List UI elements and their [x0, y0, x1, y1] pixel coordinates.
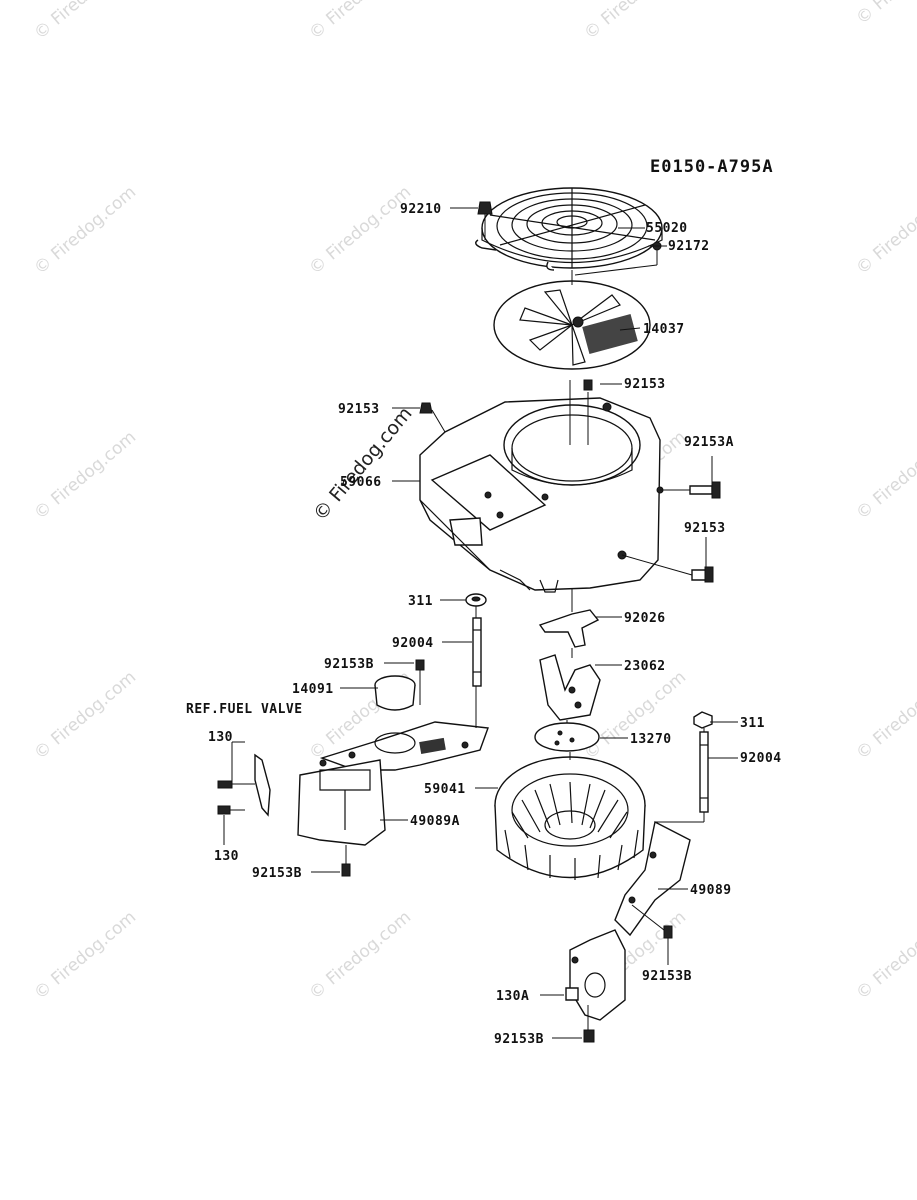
- watermark: © Firedog.com: [852, 427, 917, 524]
- watermark: © Firedog.com: [305, 182, 415, 279]
- watermark: © Firedog.com: [580, 0, 690, 44]
- watermark: © Firedog.com: [305, 0, 415, 44]
- leader-lines: [223, 207, 738, 1039]
- cup-14091-part: [374, 675, 416, 711]
- callout-92004-left: 92004: [392, 636, 434, 651]
- callout-23062: 23062: [624, 659, 666, 674]
- watermark: © Firedog.com: [30, 667, 140, 764]
- watermark: © Firedog.com: [852, 667, 917, 764]
- callout-92153b-c: 92153B: [642, 969, 692, 984]
- watermark: © Firedog.com: [30, 0, 140, 44]
- callout-130-top: 130: [208, 730, 233, 745]
- callout-59066: 59066: [340, 475, 382, 490]
- flywheel-part: [494, 756, 646, 880]
- bracket-23062-part: [539, 654, 601, 721]
- callout-92153b-b: 92153B: [252, 866, 302, 881]
- callout-92210: 92210: [400, 202, 442, 217]
- callout-59041: 59041: [424, 782, 466, 797]
- fan-screen-part: [475, 187, 663, 271]
- callout-92026: 92026: [624, 611, 666, 626]
- watermark: © Firedog.com: [30, 182, 140, 279]
- plate-13270-part: [534, 722, 600, 752]
- callout-92172: 92172: [668, 239, 710, 254]
- watermark: © Firedog.com: [30, 907, 140, 1004]
- callout-13270: 13270: [630, 732, 672, 747]
- bracket-92026-part: [538, 609, 600, 648]
- diagram-code: E0150-A795A: [650, 157, 774, 177]
- callout-92153-top: 92153: [624, 377, 666, 392]
- callout-14091: 14091: [292, 682, 334, 697]
- fan-plate-part: [493, 280, 651, 370]
- callout-49089: 49089: [690, 883, 732, 898]
- watermark: © Firedog.com: [30, 427, 140, 524]
- callout-49089a: 49089A: [410, 814, 460, 829]
- callout-130a: 130A: [496, 989, 529, 1004]
- callout-92153a: 92153A: [684, 435, 734, 450]
- callout-311-right: 311: [740, 716, 765, 731]
- blower-housing-part: [419, 397, 664, 593]
- left-shroud-part: [254, 721, 489, 846]
- callout-92153-right: 92153: [684, 521, 726, 536]
- callout-130-bottom: 130: [214, 849, 239, 864]
- watermark-prominent: © Firedog.com: [309, 403, 417, 525]
- callout-92004-right: 92004: [740, 751, 782, 766]
- callout-labels: 92210 55020 92172 14037 92153 92153 5906…: [186, 202, 782, 1047]
- watermark: © Firedog.com: [852, 182, 917, 279]
- callout-311-left: 311: [408, 594, 433, 609]
- callout-14037: 14037: [643, 322, 685, 337]
- fastener-parts: [217, 201, 721, 1043]
- watermark: © Firedog.com: [852, 907, 917, 1004]
- reference-fuel-valve: REF.FUEL VALVE: [186, 702, 303, 717]
- callout-92153-left: 92153: [338, 402, 380, 417]
- callout-55020: 55020: [646, 221, 688, 236]
- watermark: © Firedog.com: [305, 907, 415, 1004]
- callout-92153b-a: 92153B: [324, 657, 374, 672]
- watermark: © Firedog.com: [852, 0, 917, 29]
- callout-92153b-d: 92153B: [494, 1032, 544, 1047]
